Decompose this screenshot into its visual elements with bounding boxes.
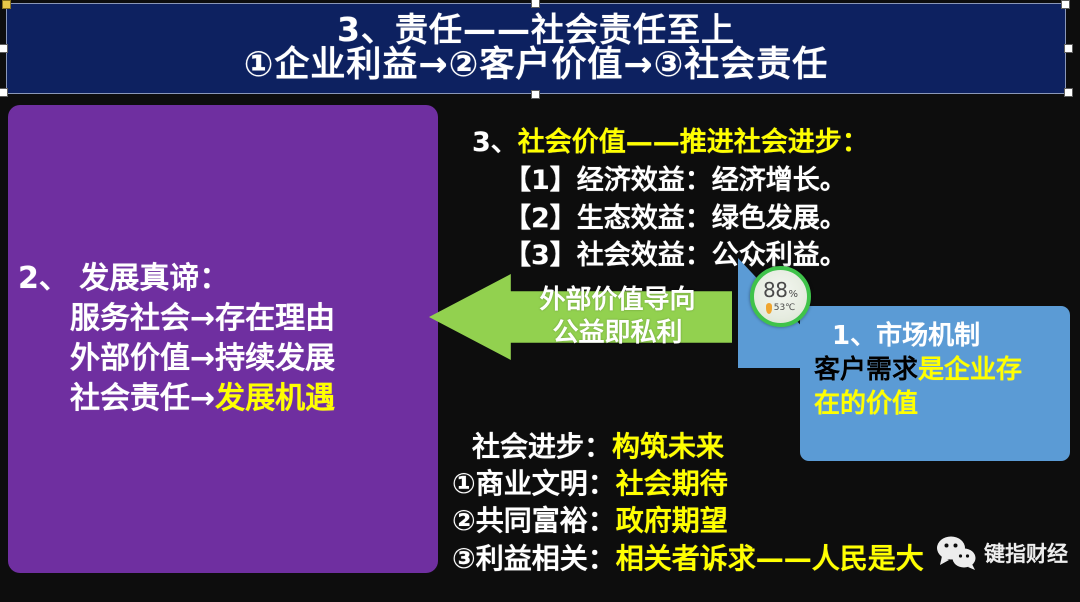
- selection-handle-top-left[interactable]: [2, 0, 11, 9]
- social-value-title-number: 3、: [472, 127, 518, 158]
- wechat-watermark: 键指财经: [936, 536, 1068, 570]
- selection-handle-middle-right[interactable]: [1064, 44, 1073, 53]
- progress-row-3-label: ③利益相关：: [452, 541, 616, 575]
- social-value-item-3: 【3】社会效益：公众利益。: [504, 240, 847, 272]
- social-value-item-2: 【2】生态效益：绿色发展。: [504, 202, 847, 234]
- title-line-1: 3、责任——社会责任至上: [337, 9, 735, 49]
- selection-handle-bottom-center[interactable]: [531, 90, 540, 99]
- social-value-title: 3、社会价值——推进社会进步：: [452, 124, 1052, 162]
- progress-title: 社会进步：构筑未来: [452, 428, 1072, 465]
- social-value-block: 3、社会价值——推进社会进步： 【1】经济效益：经济增长。 【2】生态效益：绿色…: [452, 124, 1052, 275]
- battery-percent-value: 88: [763, 277, 788, 302]
- arrow-line-2: 公益即私利: [552, 318, 683, 349]
- battery-status-widget[interactable]: 88 % 53℃: [750, 266, 811, 327]
- arrow-line-1: 外部价值导向: [539, 285, 696, 315]
- progress-row-1-label: ①商业文明：: [452, 467, 616, 501]
- title-line-2: ①企业利益→②客户价值→③社会责任: [243, 45, 829, 86]
- selection-handle-top-center[interactable]: [531, 0, 540, 8]
- progress-row-3: ③利益相关：相关者诉求——人民是大: [452, 540, 1072, 577]
- progress-row-1: ①商业文明：社会期待: [452, 465, 1072, 502]
- progress-title-label: 社会进步：: [472, 430, 613, 463]
- callout-line-2-plain: 客户需求: [814, 354, 919, 385]
- purple-line-3: 外部价值→持续发展: [70, 341, 336, 376]
- callout-line-3: 在的价值: [814, 388, 919, 419]
- percent-sign: %: [788, 288, 798, 300]
- selection-handle-bottom-right[interactable]: [1064, 88, 1073, 97]
- callout-line-2-highlight: 是企业存: [918, 354, 1023, 385]
- progress-row-3-value: 相关者诉求——人民是大: [615, 541, 924, 575]
- development-truth-panel[interactable]: 2、 发展真谛： 服务社会→存在理由 外部价值→持续发展 社会责任→发展机遇: [8, 105, 438, 573]
- social-value-item-1: 【1】经济效益：经济增长。: [504, 164, 847, 196]
- callout-line-2: 客户需求是企业存: [814, 354, 1060, 388]
- purple-line-4-plain: 社会责任→: [70, 380, 216, 416]
- market-mechanism-callout[interactable]: 1、市场机制 客户需求是企业存 在的价值: [800, 306, 1070, 461]
- wechat-icon: [937, 536, 976, 570]
- wechat-label: 键指财经: [984, 542, 1068, 566]
- battery-temperature-row: 53℃: [765, 302, 796, 314]
- progress-row-1-value: 社会期待: [615, 467, 728, 501]
- battery-percent-row: 88 %: [763, 280, 798, 300]
- purple-line-4: 社会责任→发展机遇: [18, 379, 438, 419]
- purple-line-2: 服务社会→存在理由: [70, 301, 336, 337]
- left-arrow-label: 外部价值导向 公益即私利: [510, 284, 725, 351]
- thermometer-icon: [765, 302, 772, 314]
- purple-line-1: 2、 发展真谛：: [18, 261, 230, 297]
- purple-line-4-highlight: 发展机遇: [215, 380, 336, 416]
- progress-row-2: ②共同富裕：政府期望: [452, 502, 1072, 539]
- battery-temperature-value: 53℃: [773, 303, 796, 313]
- social-progress-block: 社会进步：构筑未来 ①商业文明：社会期待 ②共同富裕：政府期望 ③利益相关：相关…: [452, 428, 1072, 577]
- selection-handle-bottom-left[interactable]: [0, 88, 8, 97]
- progress-row-2-value: 政府期望: [615, 504, 728, 538]
- progress-title-value: 构筑未来: [612, 430, 725, 463]
- selection-handle-top-right[interactable]: [1061, 0, 1070, 9]
- social-value-title-text: 社会价值——推进社会进步：: [517, 127, 869, 158]
- callout-title: 1、市场机制: [832, 321, 981, 351]
- selection-handle-middle-left[interactable]: [0, 44, 8, 53]
- title-textbox[interactable]: 3、责任——社会责任至上 ①企业利益→②客户价值→③社会责任: [6, 3, 1066, 94]
- progress-row-2-label: ②共同富裕：: [452, 504, 616, 538]
